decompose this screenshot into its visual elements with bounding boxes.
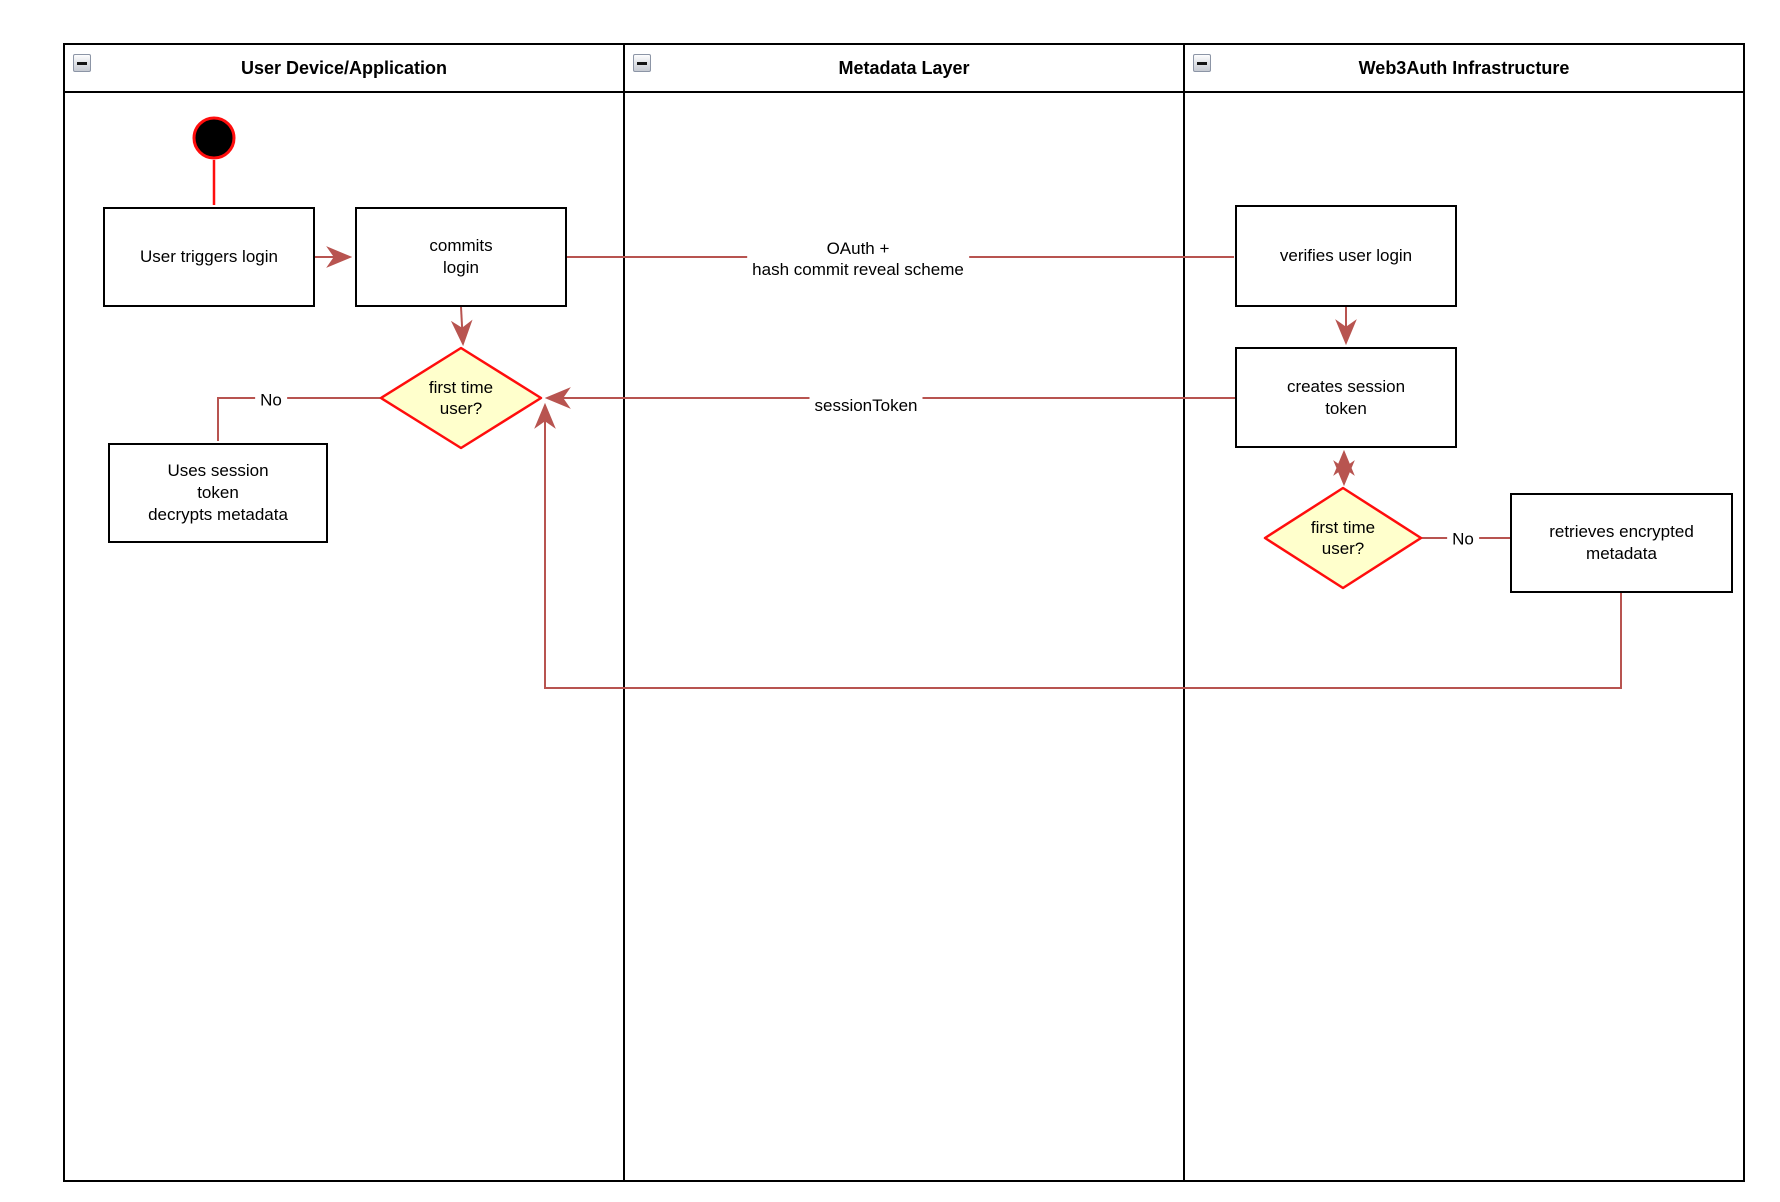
connector-no-left bbox=[217, 397, 381, 441]
minus-icon bbox=[637, 61, 647, 65]
edge-label-no-right: No bbox=[1447, 526, 1479, 552]
edge-label-no-left: No bbox=[255, 387, 287, 413]
lane-web3auth-infrastructure: Web3Auth Infrastructure bbox=[1183, 45, 1743, 1180]
lane-header-metadata-layer: Metadata Layer bbox=[625, 45, 1183, 93]
connector-commits-to-decision bbox=[450, 306, 473, 347]
swimlane-pool: User Device/Application Metadata Layer W… bbox=[63, 43, 1745, 1182]
lane-title: Web3Auth Infrastructure bbox=[1358, 57, 1570, 78]
lane-header-web3auth: Web3Auth Infrastructure bbox=[1185, 45, 1743, 93]
node-verifies-user-login[interactable]: verifies user login bbox=[1235, 205, 1457, 307]
lane-title: Metadata Layer bbox=[838, 57, 970, 78]
lane-title: User Device/Application bbox=[240, 57, 448, 78]
decision-label-first-time-user-left: first time user? bbox=[428, 377, 494, 418]
decision-first-time-user-left[interactable] bbox=[379, 346, 543, 450]
collapse-icon[interactable] bbox=[73, 54, 91, 72]
lane-header-user-device: User Device/Application bbox=[65, 45, 623, 93]
connector-retrieves-feedback bbox=[534, 402, 1622, 689]
minus-icon bbox=[1197, 61, 1207, 65]
decision-first-time-user-right[interactable] bbox=[1263, 486, 1423, 590]
collapse-icon[interactable] bbox=[633, 54, 651, 72]
collapse-icon[interactable] bbox=[1193, 54, 1211, 72]
edge-label-oauth: OAuth + hash commit reveal scheme bbox=[747, 235, 969, 283]
lane-user-device: User Device/Application bbox=[65, 45, 623, 1180]
node-creates-session-token[interactable]: creates session token bbox=[1235, 347, 1457, 448]
node-retrieves-encrypted-metadata[interactable]: retrieves encrypted metadata bbox=[1510, 493, 1733, 593]
minus-icon bbox=[77, 61, 87, 65]
node-uses-session-token[interactable]: Uses session token decrypts metadata bbox=[108, 443, 328, 543]
initial-node[interactable] bbox=[192, 116, 236, 160]
node-user-triggers-login[interactable]: User triggers login bbox=[103, 207, 315, 307]
lane-metadata-layer: Metadata Layer bbox=[623, 45, 1183, 1180]
edge-label-session-token: sessionToken bbox=[809, 393, 923, 419]
decision-label-first-time-user-right: first time user? bbox=[1310, 517, 1376, 558]
node-commits-login[interactable]: commits login bbox=[355, 207, 567, 307]
